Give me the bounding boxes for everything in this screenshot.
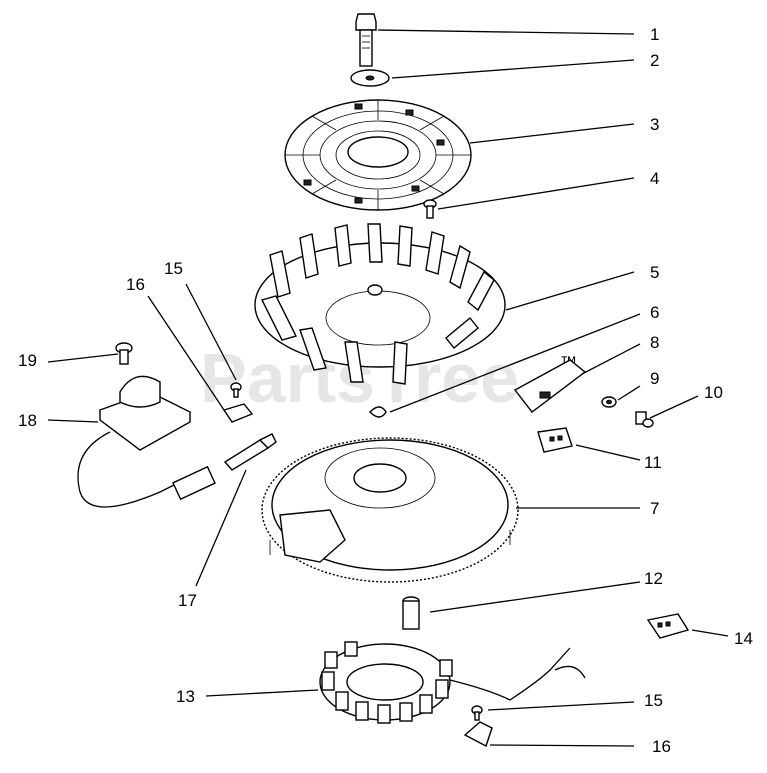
callout-8: 8 [650,333,659,352]
callout-5: 5 [650,263,659,282]
callout-13: 13 [176,687,195,706]
callout-7: 7 [650,499,659,518]
part-grass-screen[interactable] [284,99,472,211]
callout-6: 6 [650,303,659,322]
callout-17: 17 [178,591,197,610]
callout-4: 4 [650,169,659,188]
part-key[interactable] [369,406,387,418]
part-screw-small[interactable] [635,411,654,428]
callout-labels: 1 2 3 4 5 6 8 9 10 11 7 12 14 13 15 16 1… [18,25,753,756]
callout-9: 9 [650,369,659,388]
part-screw[interactable] [423,199,437,219]
part-connector[interactable] [537,427,573,453]
part-stator[interactable] [319,641,586,724]
part-nut[interactable] [601,396,617,408]
part-bolt[interactable] [355,13,377,67]
callout-16-upper: 16 [126,275,145,294]
part-clip-upper[interactable] [222,403,254,423]
leader-lines [47,29,729,747]
callout-12: 12 [644,569,663,588]
callout-1: 1 [650,25,659,44]
callout-14: 14 [734,629,753,648]
callout-15-upper: 15 [164,259,183,278]
part-ignition-coil[interactable] [77,375,216,508]
part-module[interactable] [513,359,587,413]
callout-10: 10 [704,383,723,402]
part-screw-coil[interactable] [115,342,133,365]
callout-3: 3 [650,115,659,134]
callout-15-lower: 15 [644,691,663,710]
part-screw-lower[interactable] [471,705,483,721]
callout-18: 18 [18,411,37,430]
callout-2: 2 [650,51,659,70]
callout-11: 11 [644,453,662,472]
part-pin[interactable] [402,596,420,630]
part-fan[interactable] [254,223,506,385]
callout-19: 19 [18,351,37,370]
part-flywheel[interactable] [261,437,519,583]
part-plug[interactable] [646,613,690,639]
part-clip-lower[interactable] [463,721,493,748]
part-screw-upper[interactable] [230,382,242,398]
part-washer[interactable] [350,69,390,87]
callout-16-lower: 16 [652,737,671,756]
part-spark-plug[interactable] [223,433,277,471]
